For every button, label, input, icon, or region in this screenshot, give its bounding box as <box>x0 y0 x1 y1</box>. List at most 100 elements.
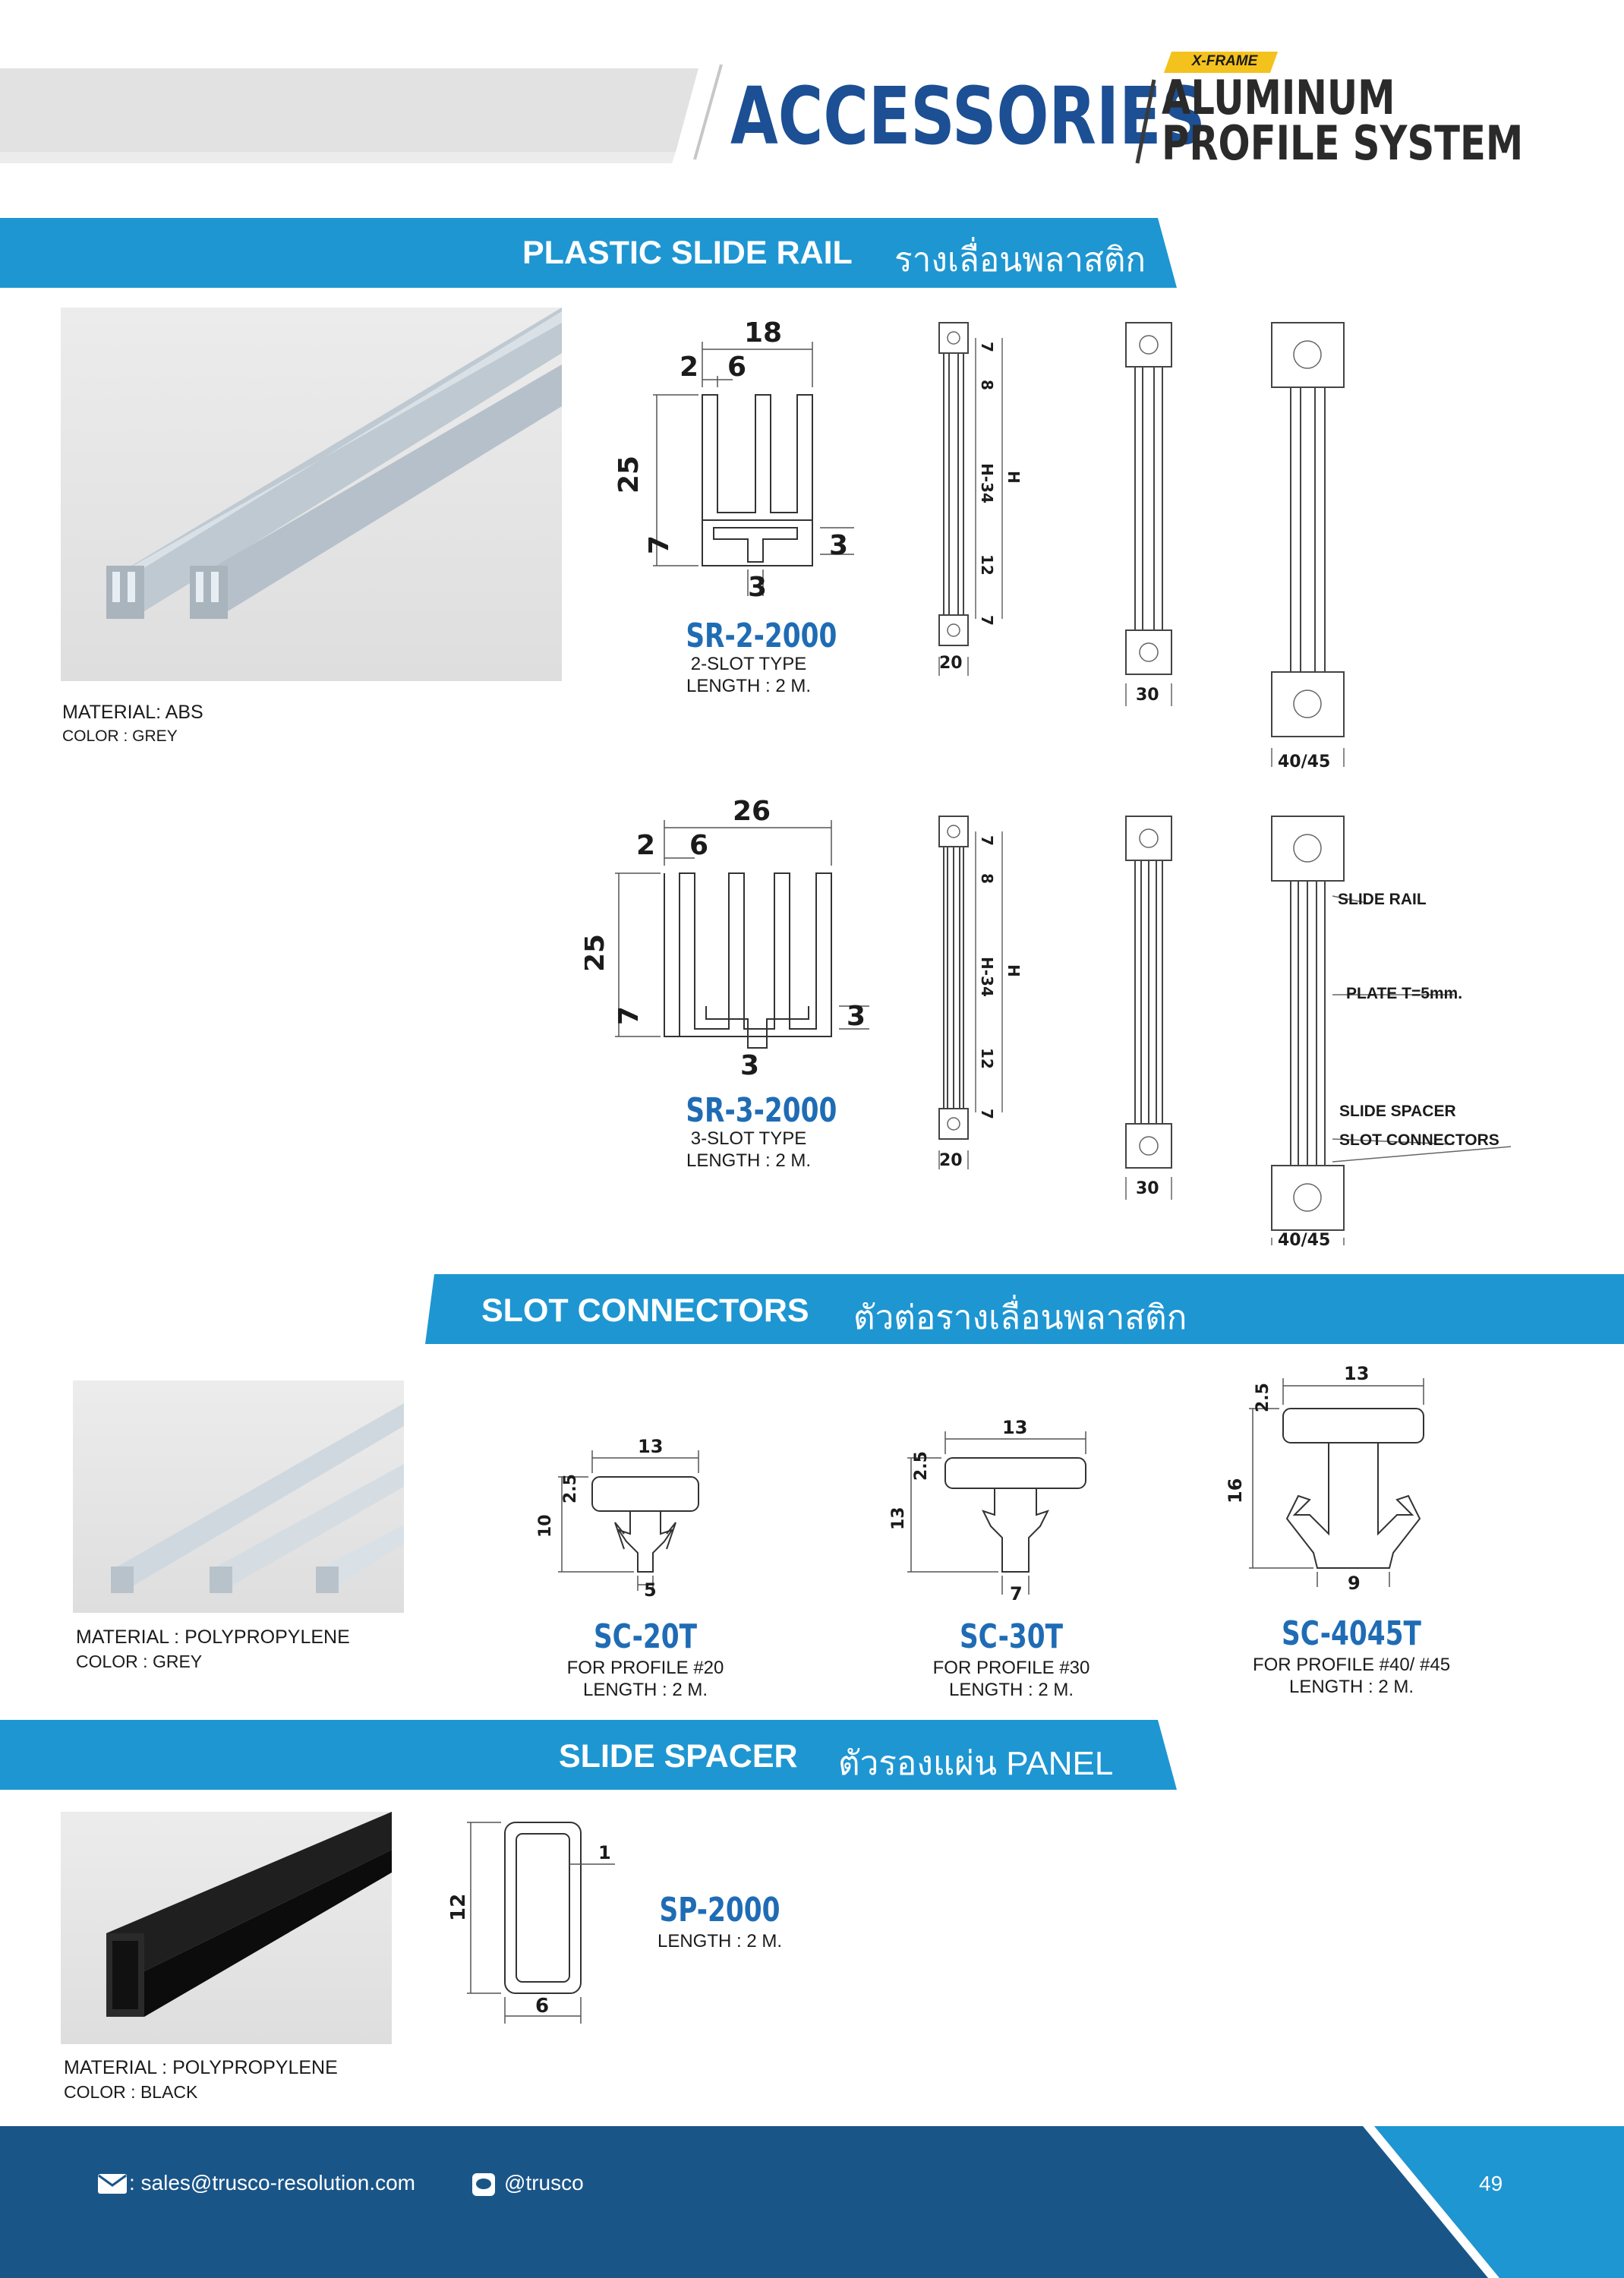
svg-text:H: H <box>1004 471 1023 484</box>
svg-text:12: 12 <box>448 1894 470 1921</box>
slide-rail-material: MATERIAL: ABS <box>62 702 203 723</box>
assembly-drawings-row2: 7 8 H-34 H 12 7 20 30 40/45 <box>938 816 1512 1250</box>
sc-30t-code: SC-30T <box>959 1617 1064 1656</box>
svg-text:7: 7 <box>978 835 996 846</box>
sr-3-type: 3-SLOT TYPE <box>690 1128 807 1149</box>
svg-text:7: 7 <box>978 615 996 626</box>
svg-text:5: 5 <box>644 1579 657 1601</box>
section-title-slide-spacer: SLIDE SPACER <box>559 1738 798 1775</box>
svg-text:30: 30 <box>1136 1179 1159 1198</box>
slide-rail-illustration <box>106 308 562 619</box>
svg-text:30: 30 <box>1136 686 1159 705</box>
page-number: 49 <box>1479 2172 1503 2195</box>
page-subtitle-line1: ALUMINUM <box>1162 70 1395 125</box>
sc-20t-drawing: 13 2.5 10 5 <box>536 1436 699 1601</box>
sr-2-type: 2-SLOT TYPE <box>690 654 807 674</box>
svg-text:13: 13 <box>889 1507 908 1530</box>
assembly-drawings-row1: 7 8 H-34 H 12 7 20 30 40/45 <box>938 322 1345 771</box>
svg-text:8: 8 <box>978 380 996 390</box>
sr-2-length: LENGTH : 2 M. <box>686 676 812 696</box>
svg-text:40/45: 40/45 <box>1278 1231 1330 1250</box>
section-band-slide-spacer <box>0 1720 1177 1790</box>
section-band-slide-rail <box>0 218 1177 288</box>
callout-plate: PLATE T=5mm. <box>1346 985 1463 1002</box>
slot-connector-photo <box>73 1380 404 1613</box>
footer-email[interactable]: : sales@trusco-resolution.com <box>129 2171 416 2194</box>
svg-text:40/45: 40/45 <box>1278 752 1330 771</box>
sr-3-code: SR-3-2000 <box>686 1091 837 1130</box>
header-grey-bar <box>0 64 723 163</box>
svg-text:2.5: 2.5 <box>561 1474 580 1503</box>
svg-text:16: 16 <box>1225 1478 1246 1503</box>
svg-text:3: 3 <box>847 1001 866 1032</box>
sr-3-length: LENGTH : 2 M. <box>686 1150 812 1171</box>
sp-2000-code: SP-2000 <box>659 1891 780 1929</box>
svg-text:3: 3 <box>740 1050 759 1081</box>
slide-spacer-photo <box>61 1812 392 2044</box>
callout-slot-connectors: SLOT CONNECTORS <box>1339 1131 1499 1149</box>
footer-line-id[interactable]: @trusco <box>504 2171 584 2194</box>
svg-text:2.5: 2.5 <box>912 1451 931 1481</box>
svg-text:20: 20 <box>939 654 963 673</box>
svg-text:7: 7 <box>1010 1583 1023 1604</box>
svg-text:1: 1 <box>598 1842 611 1863</box>
svg-text:6: 6 <box>689 830 708 861</box>
svg-text:7: 7 <box>978 342 996 352</box>
svg-text:2: 2 <box>680 352 698 383</box>
svg-text:9: 9 <box>1348 1573 1361 1594</box>
svg-text:H: H <box>1004 964 1023 977</box>
section-title-thai-slide-rail: รางเลื่อนพลาสติก <box>894 241 1146 279</box>
line-app-icon <box>472 2173 495 2196</box>
svg-text:2: 2 <box>636 830 655 861</box>
svg-text:7: 7 <box>978 1109 996 1119</box>
slide-spacer-illustration <box>106 1812 392 2017</box>
sc-30t-drawing: 13 2.5 13 7 <box>889 1417 1086 1604</box>
sc-20t-profile: FOR PROFILE #20 <box>566 1658 724 1678</box>
sc-4045t-drawing: 13 2.5 16 9 <box>1225 1363 1424 1594</box>
svg-text:3: 3 <box>829 530 848 561</box>
slide-rail-photo <box>61 308 562 681</box>
svg-text:26: 26 <box>733 797 771 827</box>
sc-4045t-profile: FOR PROFILE #40/ #45 <box>1252 1655 1451 1675</box>
section-band-slot-connectors <box>425 1274 1624 1344</box>
slot-connector-color: COLOR : GREY <box>76 1652 203 1671</box>
mail-icon <box>98 2174 127 2194</box>
svg-text:10: 10 <box>536 1514 555 1538</box>
callout-slide-spacer: SLIDE SPACER <box>1339 1103 1456 1120</box>
sr-2-drawing: 18 2 6 25 7 3 3 <box>613 317 854 603</box>
callout-slide-rail: SLIDE RAIL <box>1338 891 1427 908</box>
slot-connector-illustration <box>111 1403 404 1593</box>
sc-4045t-code: SC-4045T <box>1282 1614 1421 1653</box>
slot-connector-material: MATERIAL : POLYPROPYLENE <box>76 1626 350 1648</box>
sc-20t-code: SC-20T <box>593 1617 698 1656</box>
svg-text:13: 13 <box>1344 1363 1369 1384</box>
page-title: ACCESSORIES <box>730 70 1206 162</box>
section-title-thai-slot-connectors: ตัวต่อรางเลื่อนพลาสติก <box>853 1299 1187 1336</box>
svg-text:7: 7 <box>613 1006 645 1025</box>
slide-rail-color: COLOR : GREY <box>62 727 178 745</box>
svg-text:25: 25 <box>613 456 645 494</box>
sp-2000-drawing: 1 12 6 <box>448 1822 615 2024</box>
svg-text:7: 7 <box>644 535 675 554</box>
slide-spacer-material: MATERIAL : POLYPROPYLENE <box>64 2057 338 2078</box>
section-title-slide-rail: PLASTIC SLIDE RAIL <box>522 235 853 271</box>
sr-2-code: SR-2-2000 <box>686 617 837 655</box>
section-title-slot-connectors: SLOT CONNECTORS <box>481 1292 809 1329</box>
svg-text:8: 8 <box>978 873 996 884</box>
svg-text:3: 3 <box>748 572 767 603</box>
sc-4045t-length: LENGTH : 2 M. <box>1288 1677 1414 1697</box>
svg-text:13: 13 <box>1002 1417 1027 1438</box>
xframe-badge-label: X-FRAME <box>1191 53 1258 69</box>
section-title-thai-slide-spacer: ตัวรองแผ่น PANEL <box>838 1745 1114 1782</box>
slide-spacer-color: COLOR : BLACK <box>64 2082 198 2102</box>
title-slash <box>1135 79 1156 164</box>
svg-text:20: 20 <box>939 1151 963 1170</box>
svg-text:25: 25 <box>585 934 610 972</box>
svg-text:12: 12 <box>978 554 996 576</box>
svg-text:H-34: H-34 <box>978 957 996 997</box>
svg-text:H-34: H-34 <box>978 463 996 503</box>
svg-text:6: 6 <box>535 1995 549 2018</box>
page-subtitle-line2: PROFILE SYSTEM <box>1162 115 1524 171</box>
sc-20t-length: LENGTH : 2 M. <box>582 1680 708 1700</box>
svg-text:12: 12 <box>978 1048 996 1069</box>
